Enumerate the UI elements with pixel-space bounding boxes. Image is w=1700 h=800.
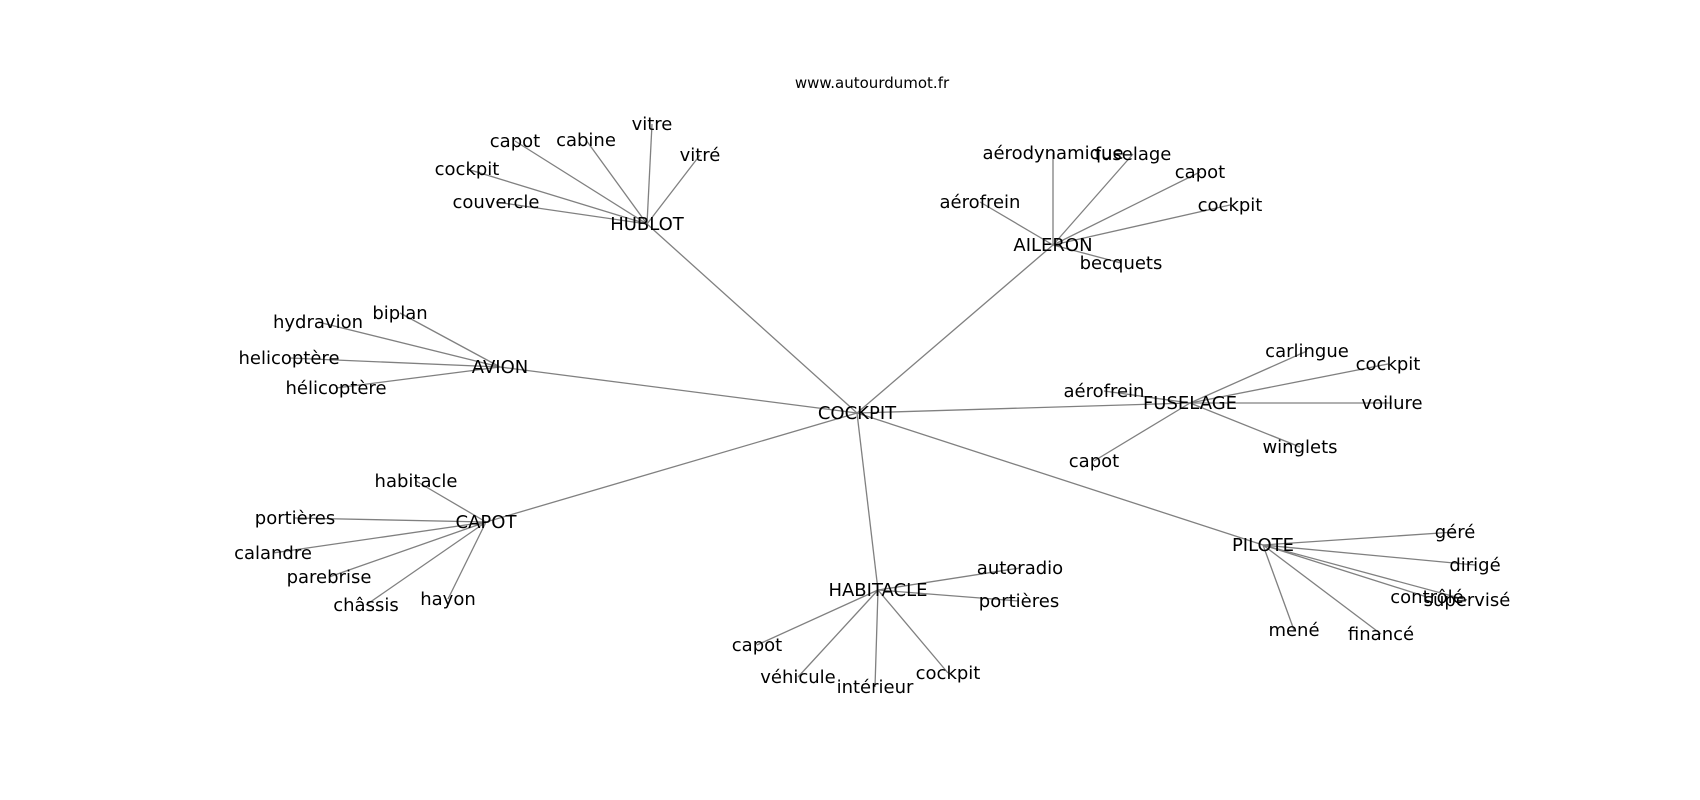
leaf-node-label: couvercle [452, 192, 539, 213]
edge-aileron-leaf [979, 201, 1054, 246]
leaf-node-label: vitré [680, 145, 721, 166]
graph-labels: COCKPIT HUBLOT capot cabine vitre vitré cockpi… [234, 114, 1510, 698]
leaf-node-label: cabine [556, 130, 616, 151]
leaf-node-label: financé [1348, 624, 1414, 645]
center-node-label: COCKPIT [818, 403, 897, 424]
edge-center-capot [485, 412, 858, 523]
edge-avion-leaf [335, 366, 501, 389]
edge-habitacle-leaf [877, 589, 1020, 602]
leaf-node-label: capot [1175, 162, 1225, 183]
leaf-node-label: véhicule [760, 667, 836, 688]
leaf-node-label: portières [255, 508, 335, 529]
leaf-node-label: capot [732, 635, 782, 656]
hub-node-label: FUSELAGE [1143, 393, 1237, 414]
edge-center-habitacle [856, 412, 879, 591]
leaf-node-label: vitre [632, 114, 673, 135]
leaf-node-label: portières [979, 591, 1059, 612]
leaf-node-label: aérofrein [1064, 381, 1145, 402]
leaf-node-label: dirigé [1449, 555, 1500, 576]
leaf-node-label: cockpit [435, 159, 500, 180]
edge-pilote-leaf [1262, 544, 1476, 566]
leaf-node-label: aérodynamique [982, 143, 1123, 164]
leaf-node-label: aérofrein [940, 192, 1021, 213]
edge-avion-leaf [317, 321, 501, 368]
leaf-node-label: géré [1435, 522, 1476, 543]
edge-avion-leaf [399, 312, 501, 368]
leaf-node-label: contrôlé [1390, 587, 1463, 608]
leaf-node-label: capot [1069, 451, 1119, 472]
leaf-node-label: biplan [372, 303, 427, 324]
edge-capot-leaf [272, 521, 487, 554]
leaf-node-label: autoradio [977, 558, 1063, 579]
edge-pilote-leaf [1262, 544, 1295, 631]
leaf-node-label: cockpit [916, 663, 981, 684]
hub-node-label: AVION [472, 357, 528, 378]
edge-fuselage-leaf [1189, 402, 1301, 448]
edge-aileron-leaf [1052, 171, 1201, 246]
edge-capot-leaf [328, 521, 487, 578]
hub-node-label: CAPOT [456, 512, 518, 533]
leaf-node-label: becquets [1080, 253, 1163, 274]
leaf-node-label: fuselage [1095, 144, 1172, 165]
source-url: www.autourdumot.fr [795, 74, 950, 92]
hub-node-label: HABITACLE [828, 580, 927, 601]
edge-fuselage-leaf [1103, 390, 1191, 404]
edge-center-fuselage [856, 402, 1191, 414]
leaf-node-label: mené [1268, 620, 1319, 641]
edge-pilote-leaf [1262, 544, 1468, 601]
leaf-node-label: châssis [333, 595, 398, 616]
leaf-node-label: capot [490, 131, 540, 152]
edge-hublot-leaf [514, 140, 648, 225]
edge-hublot-leaf [495, 201, 648, 225]
edge-center-aileron [856, 244, 1054, 414]
edge-habitacle-leaf [756, 589, 879, 646]
edge-habitacle-leaf [877, 567, 1021, 591]
leaf-node-label: supervisé [1424, 590, 1511, 611]
edge-hublot-leaf [585, 139, 648, 225]
leaf-node-label: intérieur [837, 677, 914, 698]
leaf-node-label: winglets [1262, 437, 1337, 458]
edge-aileron-leaf [1052, 153, 1134, 246]
edge-pilote-leaf [1262, 544, 1428, 598]
leaf-node-label: parebrise [287, 567, 372, 588]
leaf-node-label: calandre [234, 543, 312, 564]
edge-capot-leaf [365, 521, 487, 606]
edge-pilote-leaf [1262, 531, 1456, 546]
edge-habitacle-leaf [877, 589, 949, 674]
edge-capot-leaf [447, 521, 487, 600]
edge-center-pilote [856, 412, 1264, 546]
edge-fuselage-leaf [1189, 363, 1389, 404]
leaf-node-label: cockpit [1198, 195, 1263, 216]
leaf-node-label: hydravion [273, 312, 363, 333]
edge-hublot-leaf [466, 168, 648, 225]
edge-habitacle-leaf [874, 589, 879, 688]
leaf-node-label: hayon [420, 589, 476, 610]
edge-center-avion [499, 366, 858, 414]
edge-aileron-leaf [1052, 244, 1122, 264]
leaf-node-label: carlingue [1265, 341, 1349, 362]
edge-fuselage-leaf [1189, 350, 1308, 404]
edge-hublot-leaf [646, 154, 701, 225]
graph-edges [272, 123, 1476, 688]
hub-node-label: PILOTE [1232, 535, 1294, 556]
leaf-node-label: hélicoptère [285, 378, 386, 399]
edge-center-hublot [646, 223, 858, 414]
edge-capot-leaf [415, 480, 487, 523]
edge-fuselage-leaf [1093, 402, 1191, 462]
edge-aileron-leaf [1052, 204, 1231, 246]
leaf-node-label: voilure [1361, 393, 1422, 414]
hub-node-label: AILERON [1013, 235, 1092, 256]
leaf-node-label: cockpit [1356, 354, 1421, 375]
leaf-node-label: habitacle [375, 471, 458, 492]
edge-habitacle-leaf [797, 589, 879, 678]
leaf-node-label: helicoptère [238, 348, 339, 369]
edge-avion-leaf [288, 357, 501, 368]
edge-hublot-leaf [646, 123, 653, 225]
edge-capot-leaf [294, 517, 487, 523]
edge-pilote-leaf [1262, 544, 1382, 635]
hub-node-label: HUBLOT [610, 214, 685, 235]
